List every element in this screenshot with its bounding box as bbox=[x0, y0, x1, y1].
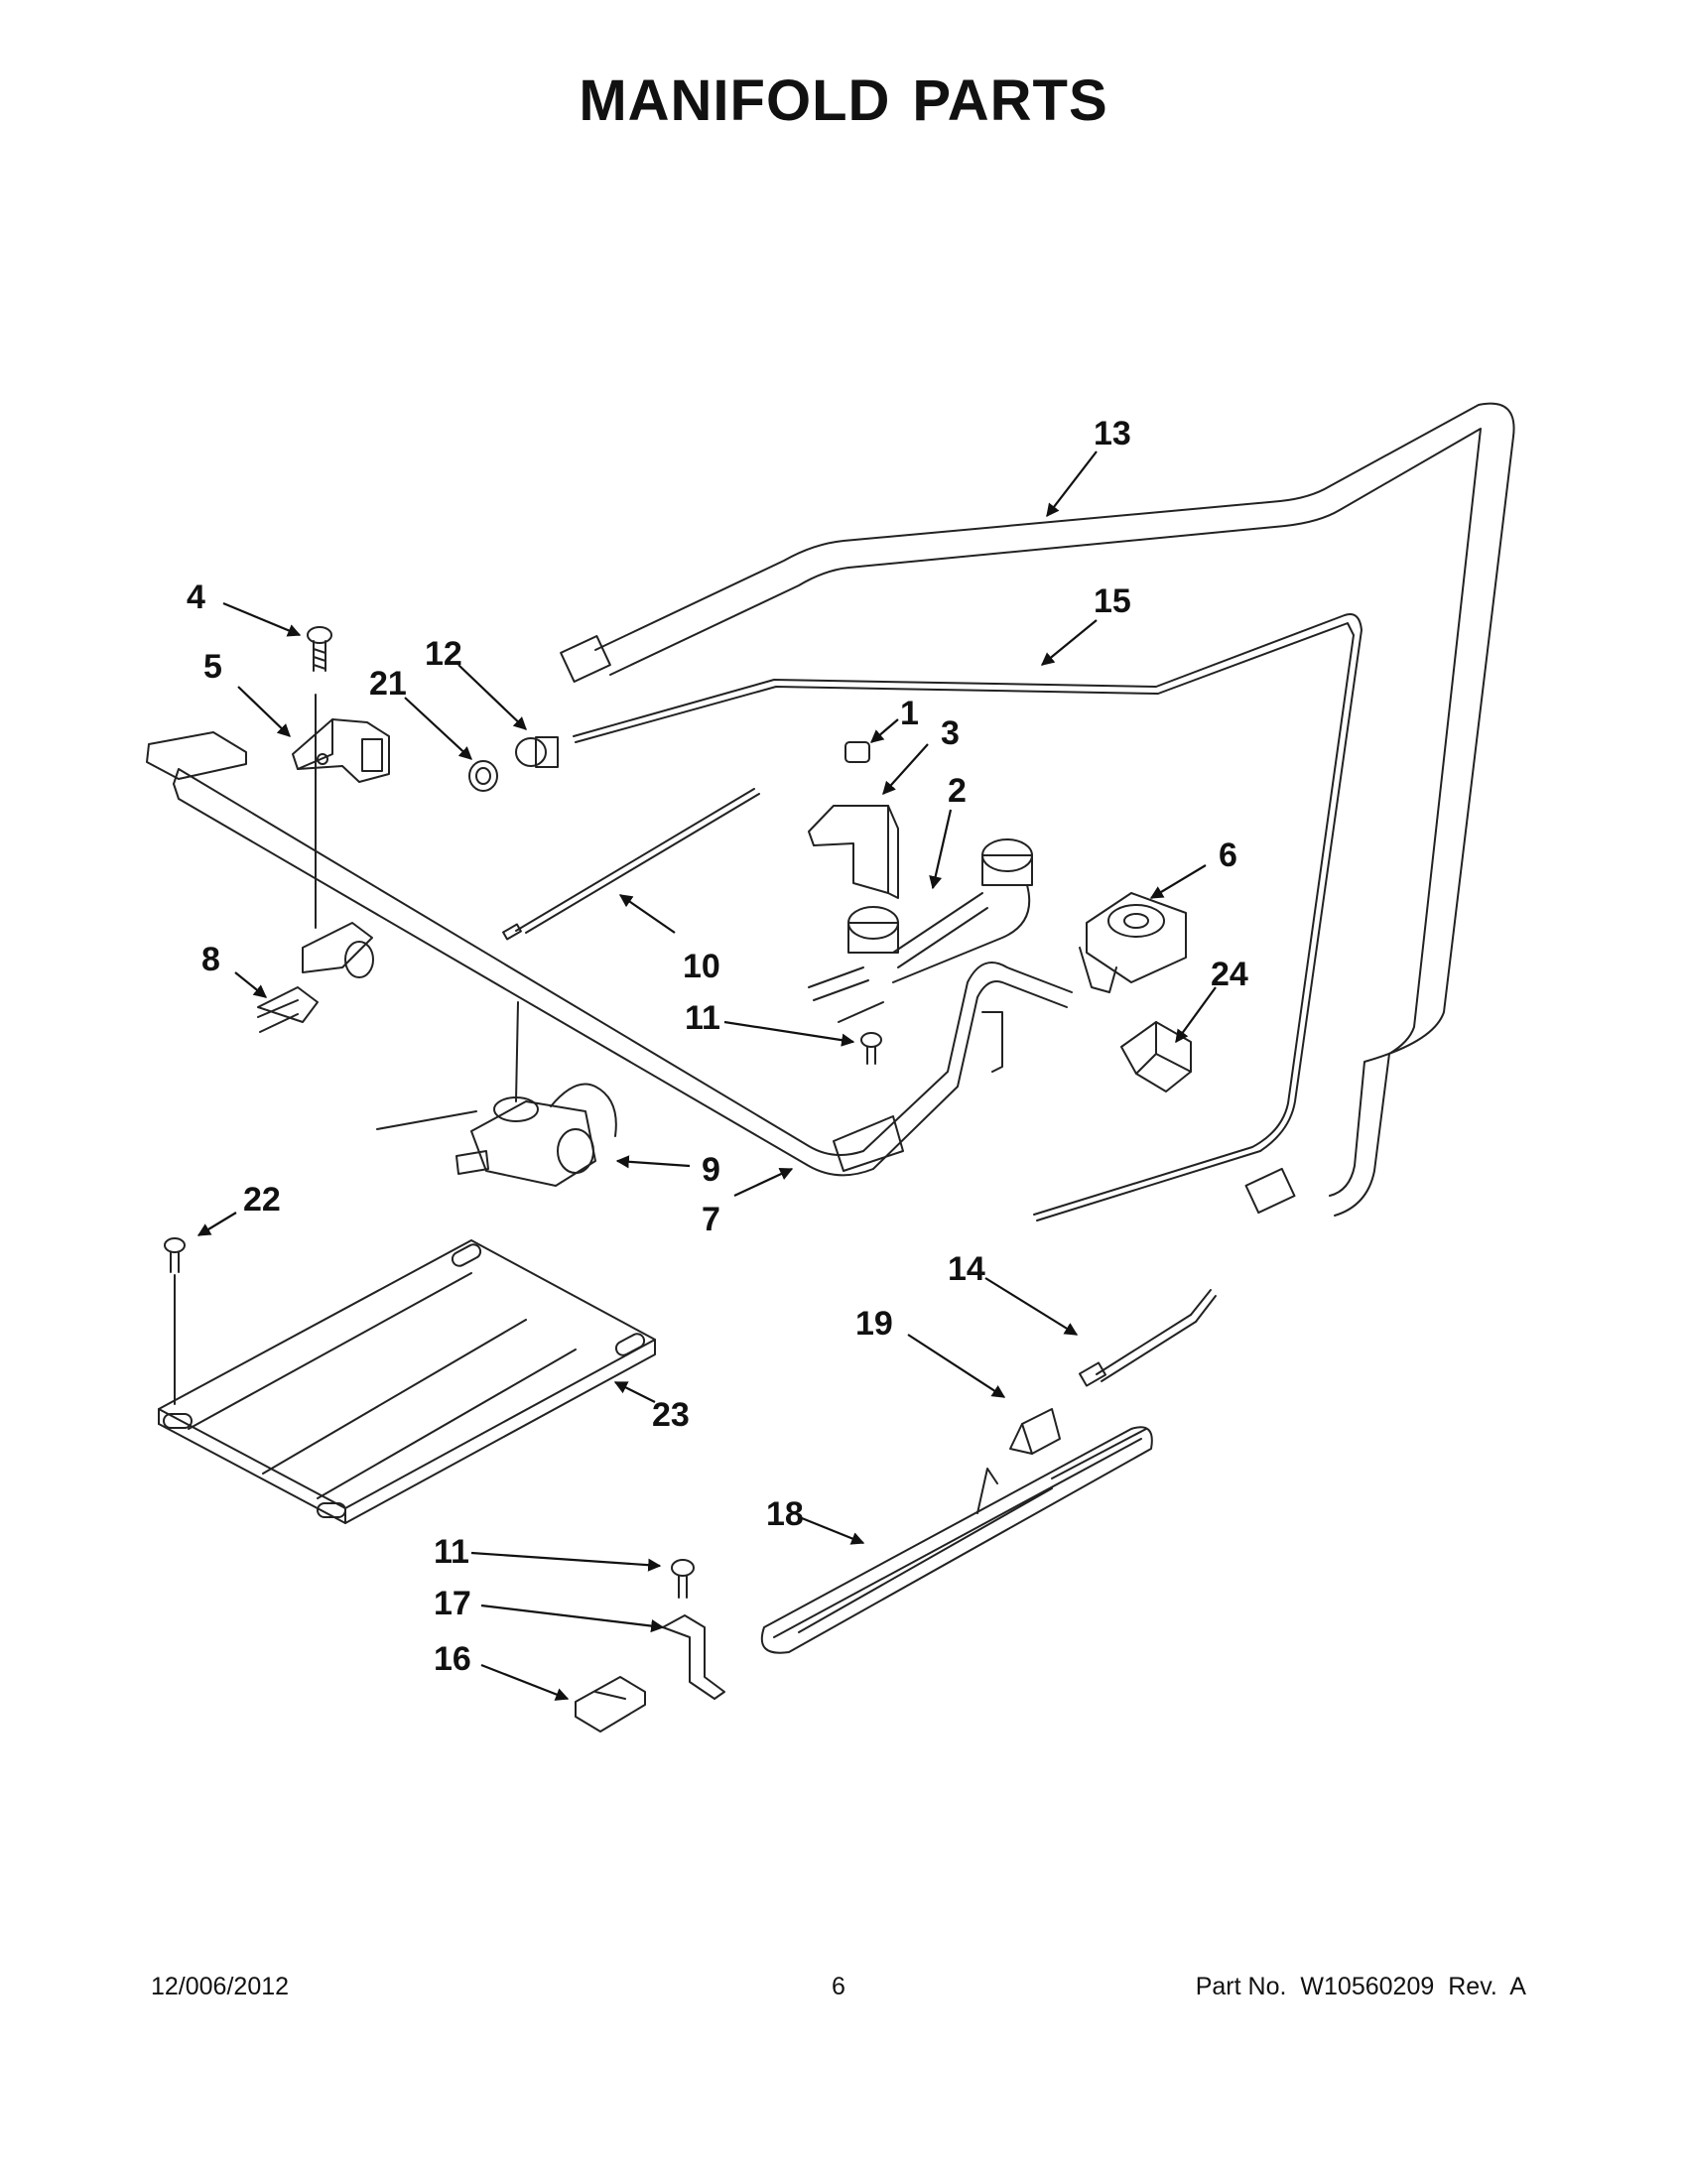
callout-5: 5 bbox=[203, 648, 222, 686]
part-17-bracket bbox=[662, 1614, 725, 1700]
callout-12: 12 bbox=[425, 635, 462, 673]
callout-14: 14 bbox=[948, 1250, 985, 1288]
footer-revision: Rev. A bbox=[1448, 1973, 1526, 2000]
arrow-17 bbox=[480, 1604, 665, 1633]
arrow-12 bbox=[457, 664, 527, 730]
part-3-bracket bbox=[808, 805, 899, 899]
arrow-7 bbox=[733, 1168, 794, 1197]
part-10-thermocouple bbox=[502, 788, 760, 941]
page-title: MANIFOLD PARTS bbox=[0, 67, 1687, 134]
callout-18: 18 bbox=[766, 1495, 804, 1533]
callout-10: 10 bbox=[683, 948, 720, 985]
footer-part-info: Part No. W10560209 Rev. A bbox=[1196, 1973, 1526, 2001]
callout-19: 19 bbox=[855, 1305, 893, 1343]
part-7-manifold-pipe bbox=[146, 731, 1073, 1177]
arrow-2 bbox=[929, 809, 953, 890]
callout-11-upper: 11 bbox=[685, 999, 720, 1037]
callout-11-lower: 11 bbox=[434, 1533, 469, 1571]
callout-8: 8 bbox=[201, 941, 220, 978]
part-18-burner-tube bbox=[760, 1426, 1153, 1654]
arrow-21 bbox=[404, 697, 472, 760]
part-14-igniter bbox=[1078, 1289, 1217, 1387]
part-24-bracket bbox=[1120, 1021, 1192, 1092]
footer-date: 12/006/2012 bbox=[151, 1973, 290, 2000]
callout-4: 4 bbox=[187, 578, 205, 616]
part-11-screw-upper bbox=[860, 1032, 882, 1065]
callout-13: 13 bbox=[1094, 415, 1131, 452]
part-4-screw bbox=[307, 626, 332, 672]
arrow-18 bbox=[801, 1516, 865, 1545]
arrow-11a bbox=[723, 1020, 855, 1047]
title-word-1: MANIFOLD bbox=[579, 68, 891, 133]
part-2-burner-assembly bbox=[808, 838, 1033, 1023]
part-12-fitting bbox=[515, 736, 559, 768]
callout-22: 22 bbox=[243, 1181, 281, 1219]
arrow-10 bbox=[618, 894, 676, 934]
callout-3: 3 bbox=[941, 714, 960, 752]
callout-9: 9 bbox=[702, 1151, 720, 1189]
part-1-nut bbox=[844, 741, 870, 763]
arrow-19 bbox=[907, 1334, 1006, 1398]
part-9-valve-assembly bbox=[376, 1001, 617, 1187]
arrow-23 bbox=[613, 1381, 656, 1403]
part-8-valve bbox=[257, 694, 374, 1033]
part-13-gas-tube bbox=[560, 402, 1515, 1217]
title-word-2: PARTS bbox=[912, 68, 1108, 133]
footer-page-number: 6 bbox=[832, 1973, 845, 2000]
arrow-22 bbox=[196, 1212, 237, 1236]
footer-part-number: W10560209 bbox=[1300, 1973, 1435, 2000]
callout-17: 17 bbox=[434, 1585, 471, 1622]
arrow-6 bbox=[1149, 864, 1207, 899]
part-11-screw-lower bbox=[671, 1559, 695, 1599]
arrow-8 bbox=[234, 971, 268, 998]
part-6-valve bbox=[1079, 892, 1187, 993]
arrow-4 bbox=[222, 601, 302, 637]
arrow-16 bbox=[480, 1663, 570, 1701]
part-19-bracket bbox=[1009, 1408, 1061, 1455]
callout-7: 7 bbox=[702, 1201, 720, 1238]
callout-15: 15 bbox=[1094, 582, 1131, 620]
arrow-15 bbox=[1040, 619, 1098, 666]
callout-21: 21 bbox=[369, 665, 407, 703]
arrow-11b bbox=[470, 1551, 662, 1572]
part-23-heat-shield bbox=[158, 1239, 656, 1524]
part-15-thin-tube bbox=[573, 613, 1363, 1221]
arrow-1 bbox=[869, 718, 899, 743]
arrow-3 bbox=[882, 743, 929, 795]
part-22-screw bbox=[164, 1237, 186, 1405]
callout-2: 2 bbox=[948, 772, 967, 810]
footer-part-label: Part No. bbox=[1195, 1973, 1287, 2000]
arrow-9 bbox=[615, 1155, 691, 1169]
callout-24: 24 bbox=[1211, 956, 1248, 993]
callout-16: 16 bbox=[434, 1640, 471, 1678]
arrow-5 bbox=[237, 686, 291, 737]
callout-23: 23 bbox=[652, 1396, 690, 1434]
arrow-24 bbox=[1175, 986, 1217, 1044]
callout-1: 1 bbox=[900, 695, 919, 732]
arrow-13 bbox=[1046, 450, 1098, 518]
part-21-ring bbox=[468, 760, 498, 792]
part-5-bracket bbox=[292, 718, 390, 783]
callout-6: 6 bbox=[1219, 836, 1237, 874]
arrow-14 bbox=[984, 1277, 1079, 1336]
part-16-clip bbox=[575, 1676, 646, 1733]
